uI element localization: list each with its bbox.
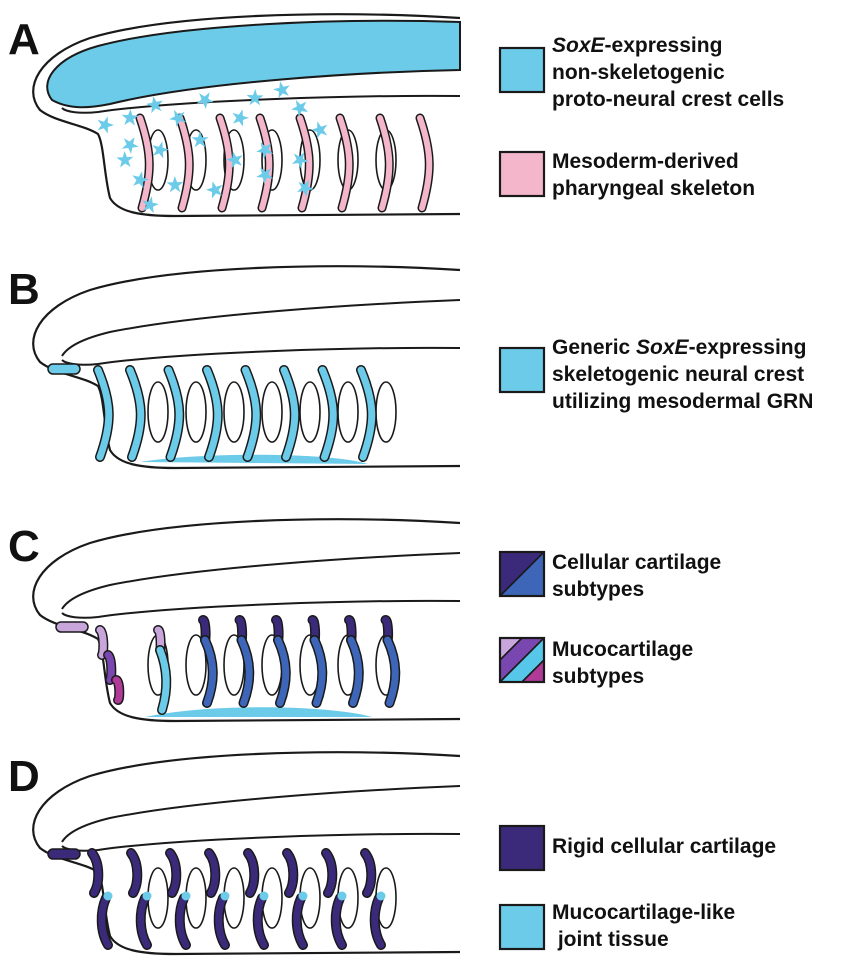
neural-crest-cell-7 bbox=[273, 81, 290, 98]
mucocartilage-bar-c-0-0 bbox=[100, 630, 103, 655]
panel-c-label: C bbox=[8, 525, 40, 569]
cyan-swatch-icon-3-1 bbox=[500, 905, 544, 949]
legend-mucocartilage-joint-tissue: Mucocartilage-like joint tissue bbox=[552, 899, 735, 953]
neural-crest-cell-8 bbox=[291, 100, 308, 117]
legend-skeletogenic-neural-crest: Generic SoxE-expressing skeletogenic neu… bbox=[552, 334, 813, 415]
joint-tissue-d-2 bbox=[182, 892, 191, 901]
notochord-line-c bbox=[62, 601, 460, 618]
neural-crest-cell-16 bbox=[166, 176, 183, 192]
panel-d-label: D bbox=[8, 755, 40, 799]
cyan-swatch-icon-0-0 bbox=[500, 48, 544, 92]
rigid-bar-bottom-d-1 bbox=[141, 898, 147, 945]
neural-crest-cell-0 bbox=[98, 116, 114, 133]
mucocartilage-bar-c-0-1 bbox=[108, 655, 111, 680]
joint-tissue-d-5 bbox=[299, 892, 308, 901]
gill-slit-b-6 bbox=[376, 382, 396, 442]
anterior-cartilage-d bbox=[48, 849, 80, 859]
legend-rigid-cellular-cartilage: Rigid cellular cartilage bbox=[552, 833, 776, 860]
rigid-bar-bottom-d-2 bbox=[180, 898, 186, 945]
panel-a-label: A bbox=[8, 18, 40, 62]
gill-slit-b-3 bbox=[262, 382, 282, 442]
joint-tissue-d-0 bbox=[104, 892, 113, 901]
anterior-mucocartilage-c bbox=[56, 622, 88, 632]
gill-slit-b-2 bbox=[224, 382, 244, 442]
pink-swatch-icon-0-1 bbox=[500, 152, 544, 196]
rigid-bar-bottom-d-3 bbox=[219, 898, 225, 945]
gill-slit-b-0 bbox=[148, 382, 168, 442]
neural-crest-cell-17 bbox=[206, 181, 223, 198]
anterior-cartilage-b bbox=[48, 364, 80, 374]
neural-crest-cell-9 bbox=[122, 137, 139, 154]
purple-swatch-icon-3-0 bbox=[500, 826, 544, 870]
legend-mesoderm-pharyngeal-skeleton: Mesoderm-derived pharyngeal skeleton bbox=[552, 148, 755, 202]
gill-slit-b-4 bbox=[300, 382, 320, 442]
rigid-bar-bottom-d-5 bbox=[297, 898, 303, 945]
joint-tissue-d-4 bbox=[260, 892, 269, 901]
notochord-line-d bbox=[62, 834, 460, 851]
gill-slit-b-1 bbox=[186, 382, 206, 442]
cyan-swatch-icon-1-0 bbox=[500, 348, 544, 392]
joint-tissue-d-6 bbox=[338, 892, 347, 901]
neural-crest-cell-6 bbox=[247, 89, 264, 105]
rigid-bar-bottom-d-4 bbox=[258, 898, 264, 945]
gill-slit-b-5 bbox=[338, 382, 358, 442]
joint-tissue-d-7 bbox=[377, 892, 386, 901]
joint-tissue-d-1 bbox=[143, 892, 152, 901]
panel-b-label: B bbox=[8, 268, 40, 312]
legend-mucocartilage-subtypes: Mucocartilage subtypes bbox=[552, 636, 693, 690]
legend-cellular-cartilage-subtypes: Cellular cartilage subtypes bbox=[552, 549, 721, 603]
joint-tissue-d-3 bbox=[221, 892, 230, 901]
legend-soxe-proto-neural-crest: SoxE-expressing non-skeletogenic proto-n… bbox=[552, 32, 784, 113]
neural-crest-cell-4 bbox=[197, 92, 214, 109]
neural-crest-cell-5 bbox=[233, 109, 249, 126]
mucocartilage-bar-c-0-2 bbox=[116, 680, 119, 700]
notochord-line-b bbox=[62, 348, 460, 365]
ventral-mucocartilage-c bbox=[145, 707, 372, 717]
neural-crest-cell-1 bbox=[122, 109, 139, 126]
